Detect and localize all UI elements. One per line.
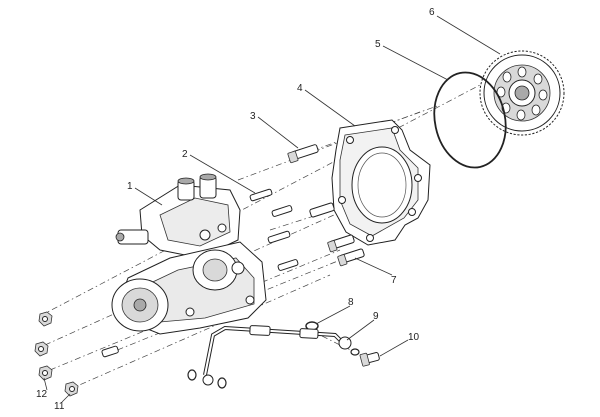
callout-2: 2 [182, 149, 188, 160]
callout-9: 9 [373, 311, 379, 322]
stud-parts-2 [249, 188, 335, 271]
assembly-axis-lines [39, 84, 481, 391]
banjo-bolt-part-10 [359, 352, 380, 367]
nut-parts-12 [34, 311, 53, 381]
callout-11: 11 [54, 401, 65, 412]
injection-pump-part [111, 173, 267, 335]
fuel-pipe-part-9 [187, 325, 360, 389]
callout-10: 10 [408, 332, 420, 343]
callout-labels: 1 2 3 4 5 6 7 8 9 10 11 12 [36, 7, 435, 412]
bolt-part-3 [287, 144, 319, 164]
callout-4: 4 [297, 83, 303, 94]
gear-part [479, 50, 565, 136]
bolt-parts-7 [327, 234, 365, 267]
callout-1: 1 [127, 181, 133, 192]
flange-plate-part [331, 119, 431, 246]
callout-6: 6 [429, 7, 435, 18]
callout-8: 8 [348, 297, 354, 308]
callout-3: 3 [250, 111, 256, 122]
callout-leaders [43, 15, 501, 403]
o-ring-part [433, 71, 507, 169]
callout-5: 5 [375, 39, 381, 50]
callout-12: 12 [36, 389, 48, 400]
callout-7: 7 [391, 275, 397, 286]
washer-part-11 [64, 345, 119, 397]
